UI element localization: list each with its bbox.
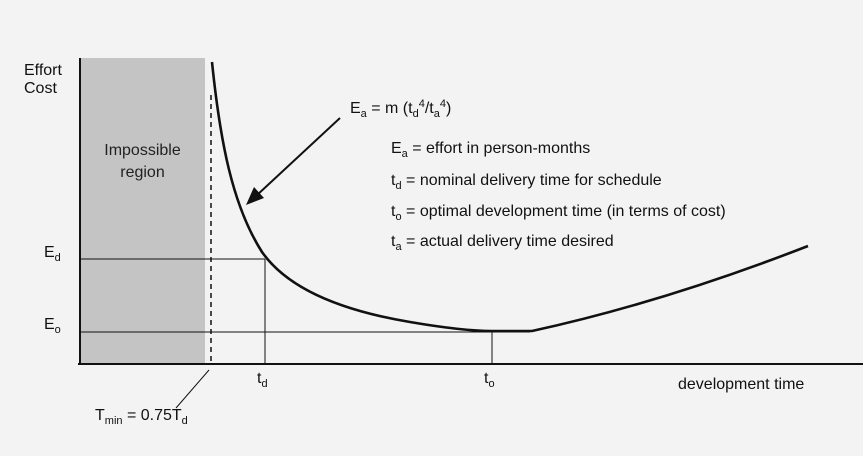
legend-item-ea: Ea = effort in person-months (391, 140, 591, 160)
formula-arrow-head (246, 187, 264, 205)
ed-tick-label: Ed (44, 244, 61, 264)
y-axis-label-line2: Cost (24, 80, 57, 98)
to-tick-label: to (484, 370, 495, 390)
legend-item-td: td = nominal delivery time for schedule (391, 172, 662, 192)
tmin-pointer-line (175, 369, 210, 409)
td-tick-label: td (257, 370, 268, 390)
x-axis-label: development time (678, 376, 805, 393)
impossible-region (80, 58, 205, 363)
effort-formula: Ea = m (td4/ta4) (350, 98, 452, 120)
impossible-region-line2: region (120, 163, 165, 181)
legend-item-ta: ta = actual delivery time desired (391, 233, 614, 253)
eo-tick-label: Eo (44, 316, 61, 336)
formula-arrow-line (255, 117, 341, 197)
effort-curve (210, 61, 809, 333)
y-axis-label: Effort Cost (24, 62, 62, 99)
legend-item-to: to = optimal development time (in terms … (391, 203, 726, 223)
y-axis-label-line1: Effort (24, 62, 62, 79)
impossible-region-line1: Impossible (104, 142, 181, 159)
tmin-label: Tmin = 0.75Td (95, 407, 188, 427)
impossible-region-label: Impossible region (80, 140, 205, 183)
